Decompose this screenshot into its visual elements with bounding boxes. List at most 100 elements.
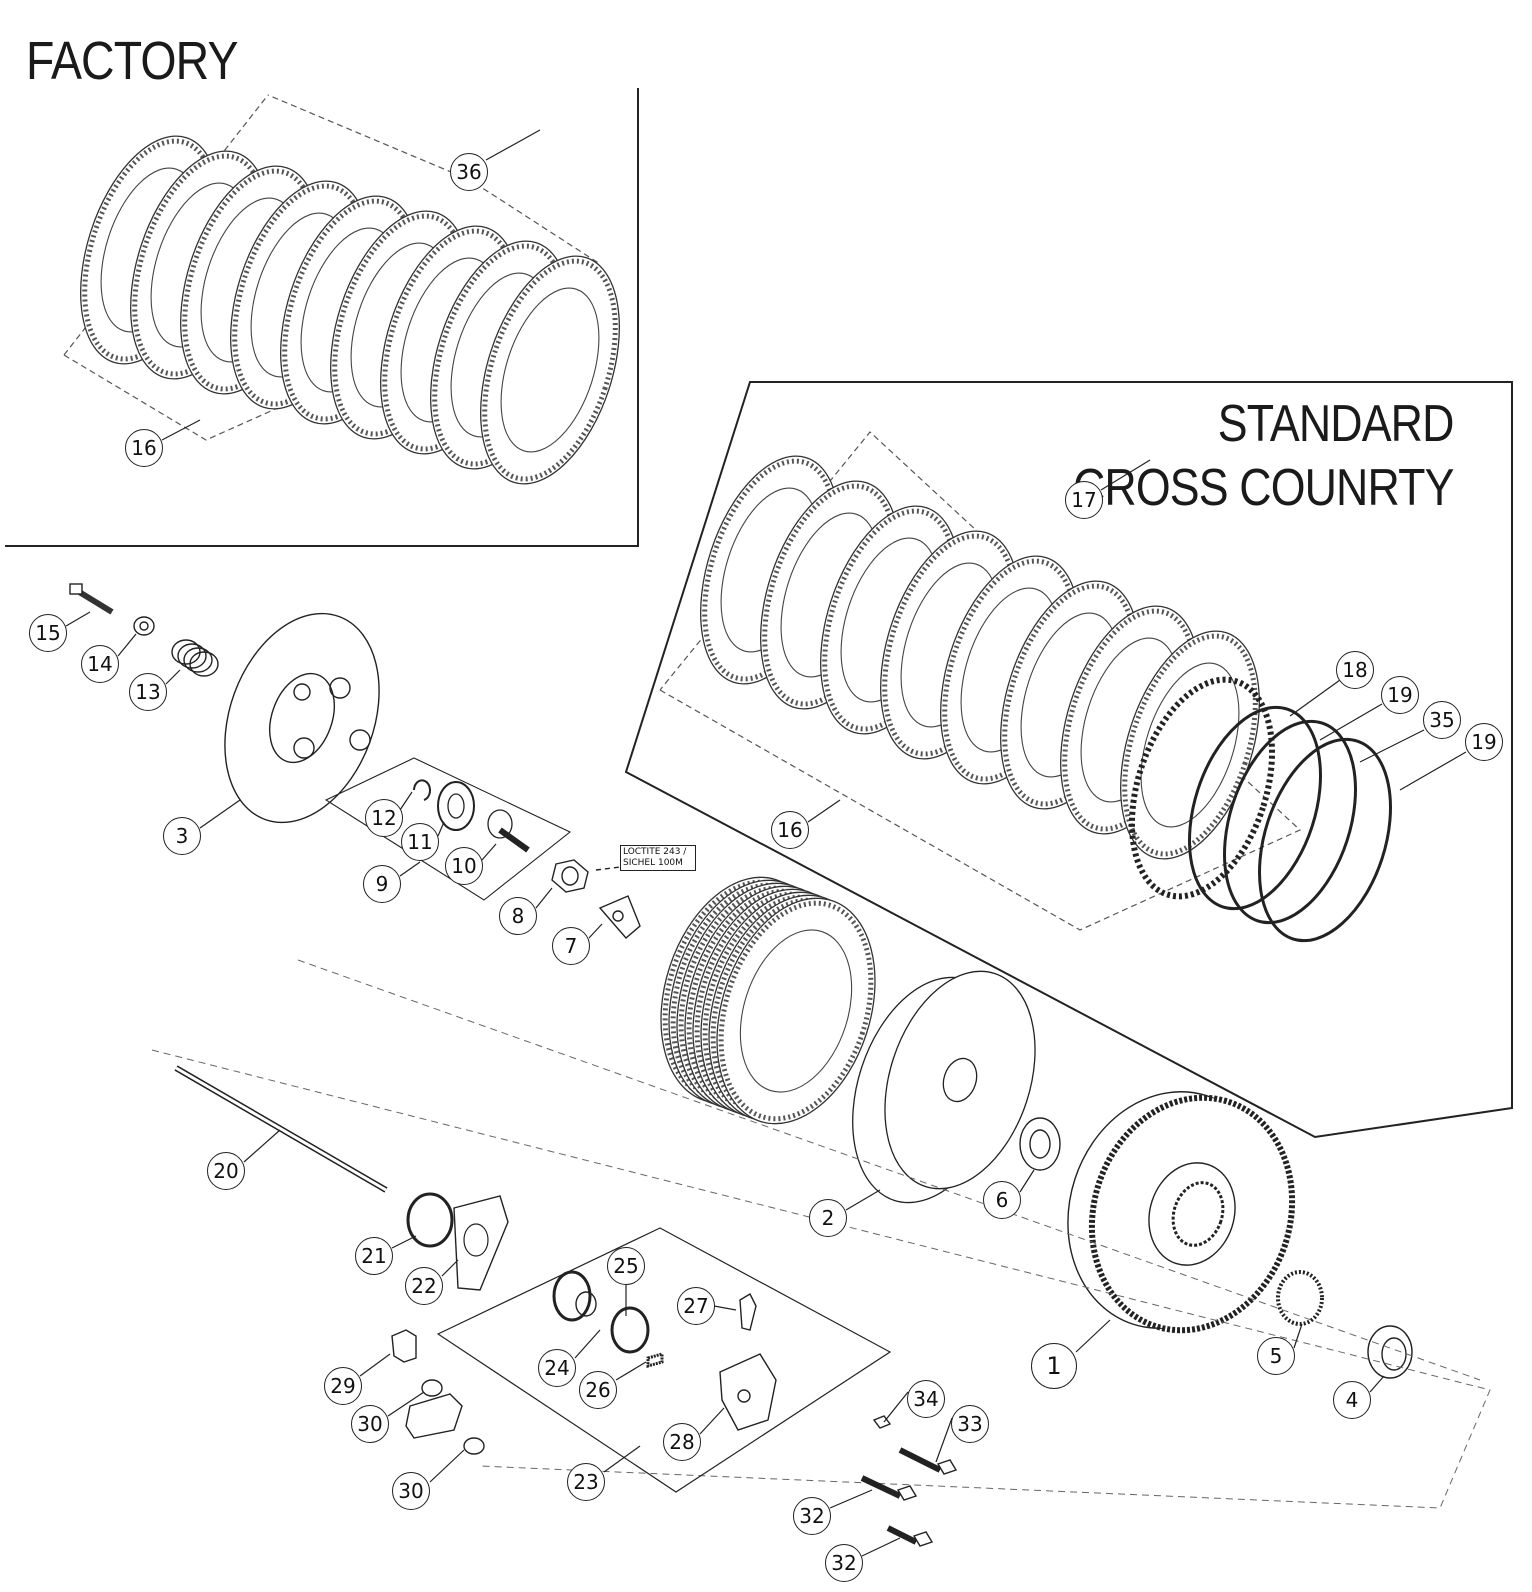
loctite-note-line1: LOCTITE 243 / [623, 847, 687, 857]
leader-line [845, 1189, 881, 1211]
ring-35 [1223, 719, 1357, 925]
outer-basket-1 [1067, 1091, 1296, 1334]
pack-plate [716, 897, 876, 1125]
standard-cross-country-heading: STANDARD CROSS COUNRTY [1073, 392, 1454, 520]
standard-panel-frame [624, 381, 1513, 1139]
gasket-22 [453, 1195, 509, 1291]
callout-1: 1 [1031, 1343, 1077, 1389]
leader-line [603, 1445, 641, 1473]
plate-18 [1128, 676, 1276, 900]
ring-19a [1188, 705, 1322, 911]
inner-hub-2 [852, 970, 1036, 1204]
leader-line [199, 799, 241, 829]
needle-bearing-5 [1276, 1270, 1324, 1326]
loctite-note: LOCTITE 243 / SICHEL 100M [620, 845, 696, 871]
callout-30-lower: 30 [392, 1472, 430, 1510]
callout-17: 17 [1065, 481, 1103, 519]
bolts [860, 1415, 958, 1547]
callout-8: 8 [499, 897, 537, 935]
leader-line [165, 669, 181, 685]
callout-21: 21 [355, 1237, 393, 1275]
banjo-fittings [391, 1329, 485, 1455]
factory-plate-stack [63, 94, 620, 485]
leader-line [485, 129, 541, 161]
spring-13 [171, 639, 219, 677]
leader-line [1100, 459, 1151, 491]
leader-line [387, 1391, 425, 1417]
leader-line [883, 1391, 909, 1423]
standard-plate [1120, 630, 1260, 860]
callout-11: 11 [401, 823, 439, 861]
callout-14: 14 [81, 645, 119, 683]
leader-line [441, 1259, 459, 1277]
callout-18: 18 [1336, 651, 1374, 689]
leader-line [588, 923, 603, 939]
callout-4: 4 [1333, 1381, 1371, 1419]
callout-13: 13 [129, 673, 167, 711]
leader-line [535, 887, 553, 909]
leader-line [1399, 751, 1467, 791]
callout-25: 25 [607, 1247, 645, 1285]
factory-plate [480, 255, 620, 485]
loctite-note-line2: SICHEL 100M [623, 858, 683, 868]
callout-33: 33 [951, 1405, 989, 1443]
leader-line [1075, 1319, 1111, 1353]
leader-line [429, 1449, 465, 1483]
leader-line [481, 843, 497, 861]
callout-16-standard: 16 [771, 811, 809, 849]
callout-34: 34 [907, 1380, 945, 1418]
leader-line [935, 1417, 953, 1463]
nut-and-lock-washer [551, 859, 661, 939]
leader-line [391, 1235, 417, 1249]
leader-line [243, 1129, 281, 1163]
callout-20: 20 [207, 1152, 245, 1190]
leader-line [1293, 1323, 1303, 1349]
bushing-4 [1367, 1325, 1413, 1379]
slave-cylinder-parts [552, 1270, 777, 1431]
callout-5: 5 [1257, 1337, 1295, 1375]
callout-22: 22 [405, 1267, 443, 1305]
leader-line [699, 1407, 725, 1435]
leader-line [117, 633, 137, 657]
callout-6: 6 [983, 1181, 1021, 1219]
callout-23: 23 [567, 1463, 605, 1501]
callout-16-factory: 16 [125, 429, 163, 467]
callout-29: 29 [324, 1367, 362, 1405]
callout-36: 36 [450, 153, 488, 191]
leader-line [574, 1329, 601, 1359]
callout-15: 15 [29, 614, 67, 652]
leader-line [1369, 1375, 1385, 1393]
factory-heading: FACTORY [26, 31, 238, 91]
factory-panel-frame [5, 88, 639, 547]
standard-plate-stack [659, 431, 1392, 943]
callout-35: 35 [1423, 701, 1461, 739]
leader-line [65, 611, 91, 627]
thrust-washer-6 [1019, 1117, 1061, 1171]
callout-10: 10 [445, 847, 483, 885]
callout-26: 26 [579, 1371, 617, 1409]
leader-line [399, 861, 421, 877]
callout-19-lower: 19 [1465, 723, 1503, 761]
clutch-plate-pack [660, 876, 876, 1125]
leader-line [807, 799, 841, 823]
leader-line [615, 1361, 647, 1381]
callout-12: 12 [365, 799, 403, 837]
callout-9: 9 [363, 865, 401, 903]
release-bearing-group [324, 757, 572, 901]
callout-7: 7 [552, 927, 590, 965]
callout-2: 2 [809, 1199, 847, 1237]
leader-line [161, 419, 201, 441]
callout-32-upper: 32 [793, 1497, 831, 1535]
leader-line [1289, 679, 1341, 717]
leader-line [437, 821, 445, 837]
ring-19b [1258, 737, 1392, 943]
slave-cylinder-box [436, 1227, 892, 1493]
pressure-plate-assembly [69, 583, 380, 824]
leader-line [1019, 1169, 1035, 1193]
standard-heading-line2: CROSS COUNRTY [1073, 459, 1454, 517]
callout-28: 28 [663, 1423, 701, 1461]
standard-heading-line1: STANDARD [1218, 395, 1455, 453]
leader-line [1319, 703, 1383, 741]
